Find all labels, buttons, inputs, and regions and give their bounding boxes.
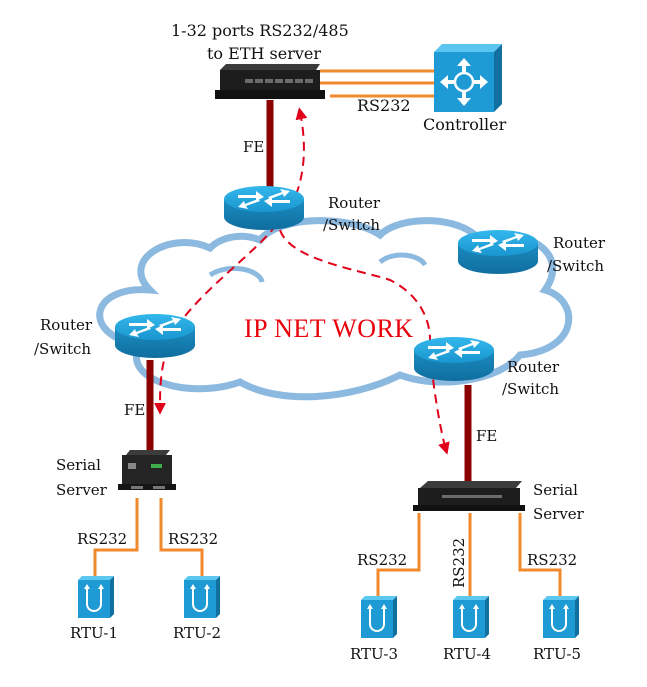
rtu-3-icon (360, 595, 398, 639)
serial-server-left-label-line1: Serial (56, 456, 101, 474)
rs232-label-rtu1: RS232 (77, 530, 128, 548)
serial-server-right-label-line1: Serial (533, 481, 578, 499)
rtu-2-label: RTU-2 (173, 624, 222, 642)
router-top-label-line2: /Switch (323, 216, 381, 234)
router-bottom-right-icon (414, 337, 494, 381)
rtu-5-label: RTU-5 (533, 645, 582, 663)
router-top-label-line1: Router (328, 194, 381, 212)
router-top-icon (224, 186, 304, 230)
rs232-links-rtu (93, 498, 562, 598)
rtu-1-label: RTU-1 (70, 624, 119, 642)
fe-label-top: FE (243, 138, 265, 156)
eth-server-title-line2: to ETH server (207, 44, 322, 63)
controller-rs232-label: RS232 (357, 96, 411, 115)
rtu-2-icon (183, 575, 221, 619)
router-left-icon (115, 314, 195, 358)
router-right-icon (458, 230, 538, 274)
rs232-label-rtu4: RS232 (450, 537, 468, 588)
rs232-label-rtu2: RS232 (168, 530, 219, 548)
serial-server-left-device (118, 450, 176, 490)
router-bottom-right-label-line2: /Switch (502, 380, 560, 398)
serial-server-right-device (413, 481, 525, 511)
router-bottom-right-label-line1: Router (507, 358, 560, 376)
controller-label: Controller (423, 115, 507, 134)
router-right-label-line1: Router (553, 234, 606, 252)
serial-server-left-label-line2: Server (56, 481, 107, 499)
data-path-arrows (154, 107, 450, 455)
rs232-links-controller (320, 69, 435, 98)
ip-network-label: IP NET WORK (244, 314, 414, 343)
fe-label-right: FE (476, 427, 498, 445)
controller-icon (434, 44, 502, 112)
rtu-3-label: RTU-3 (350, 645, 399, 663)
rtu-5-icon (542, 595, 580, 639)
rtu-4-label: RTU-4 (443, 645, 492, 663)
eth-server-title-line1: 1-32 ports RS232/485 (171, 21, 349, 40)
router-right-label-line2: /Switch (547, 257, 605, 275)
rtu-1-icon (77, 575, 115, 619)
router-left-label-line2: /Switch (34, 340, 92, 358)
serial-server-right-label-line2: Server (533, 505, 584, 523)
fe-label-left: FE (124, 401, 146, 419)
router-left-label-line1: Router (40, 316, 93, 334)
rtu-4-icon (452, 595, 490, 639)
rs232-label-rtu5: RS232 (527, 551, 578, 569)
rs232-label-rtu3: RS232 (357, 551, 408, 569)
eth-server-device (215, 64, 325, 99)
